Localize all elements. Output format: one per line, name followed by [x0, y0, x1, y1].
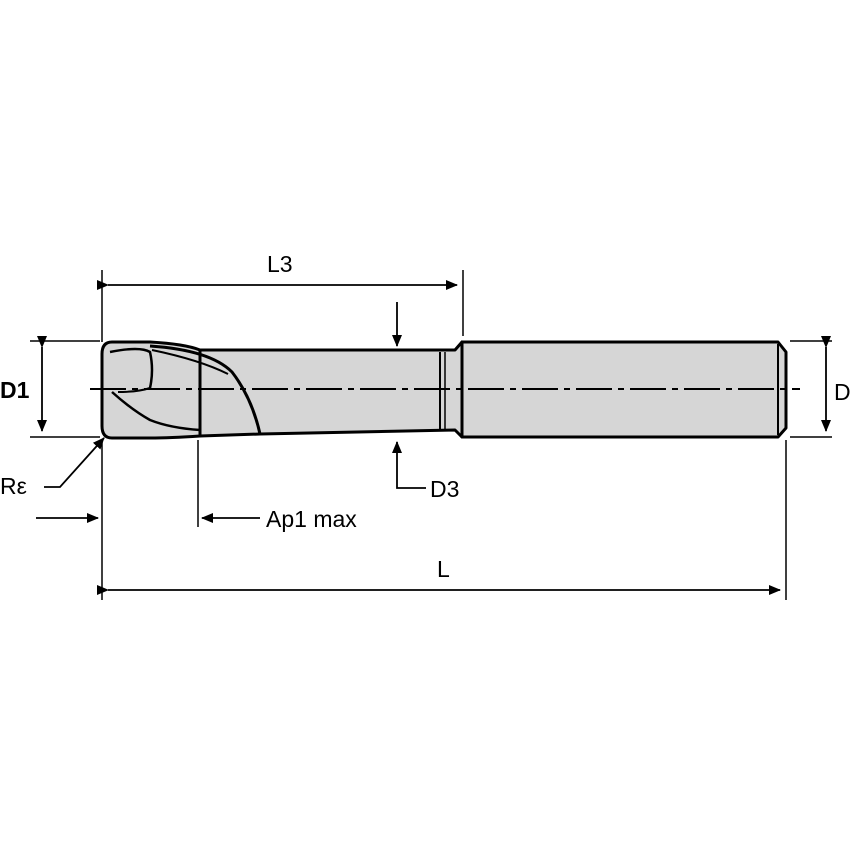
d1-label: D1	[0, 377, 30, 403]
r-epsilon-label: Rε	[0, 473, 27, 499]
flute-helix-inner	[151, 349, 229, 375]
face-edge-upper	[109, 347, 154, 389]
ap1-max-label: Ap1 max	[266, 506, 357, 532]
face-edge-lower	[111, 391, 201, 432]
l3-label: L3	[267, 251, 293, 277]
r-epsilon-leader	[44, 437, 105, 488]
flute-helix	[149, 344, 262, 435]
d3-label: D3	[430, 476, 459, 502]
l-label: L	[437, 556, 450, 582]
d3-arrow-bottom	[392, 441, 426, 489]
d-label: D	[834, 379, 851, 405]
